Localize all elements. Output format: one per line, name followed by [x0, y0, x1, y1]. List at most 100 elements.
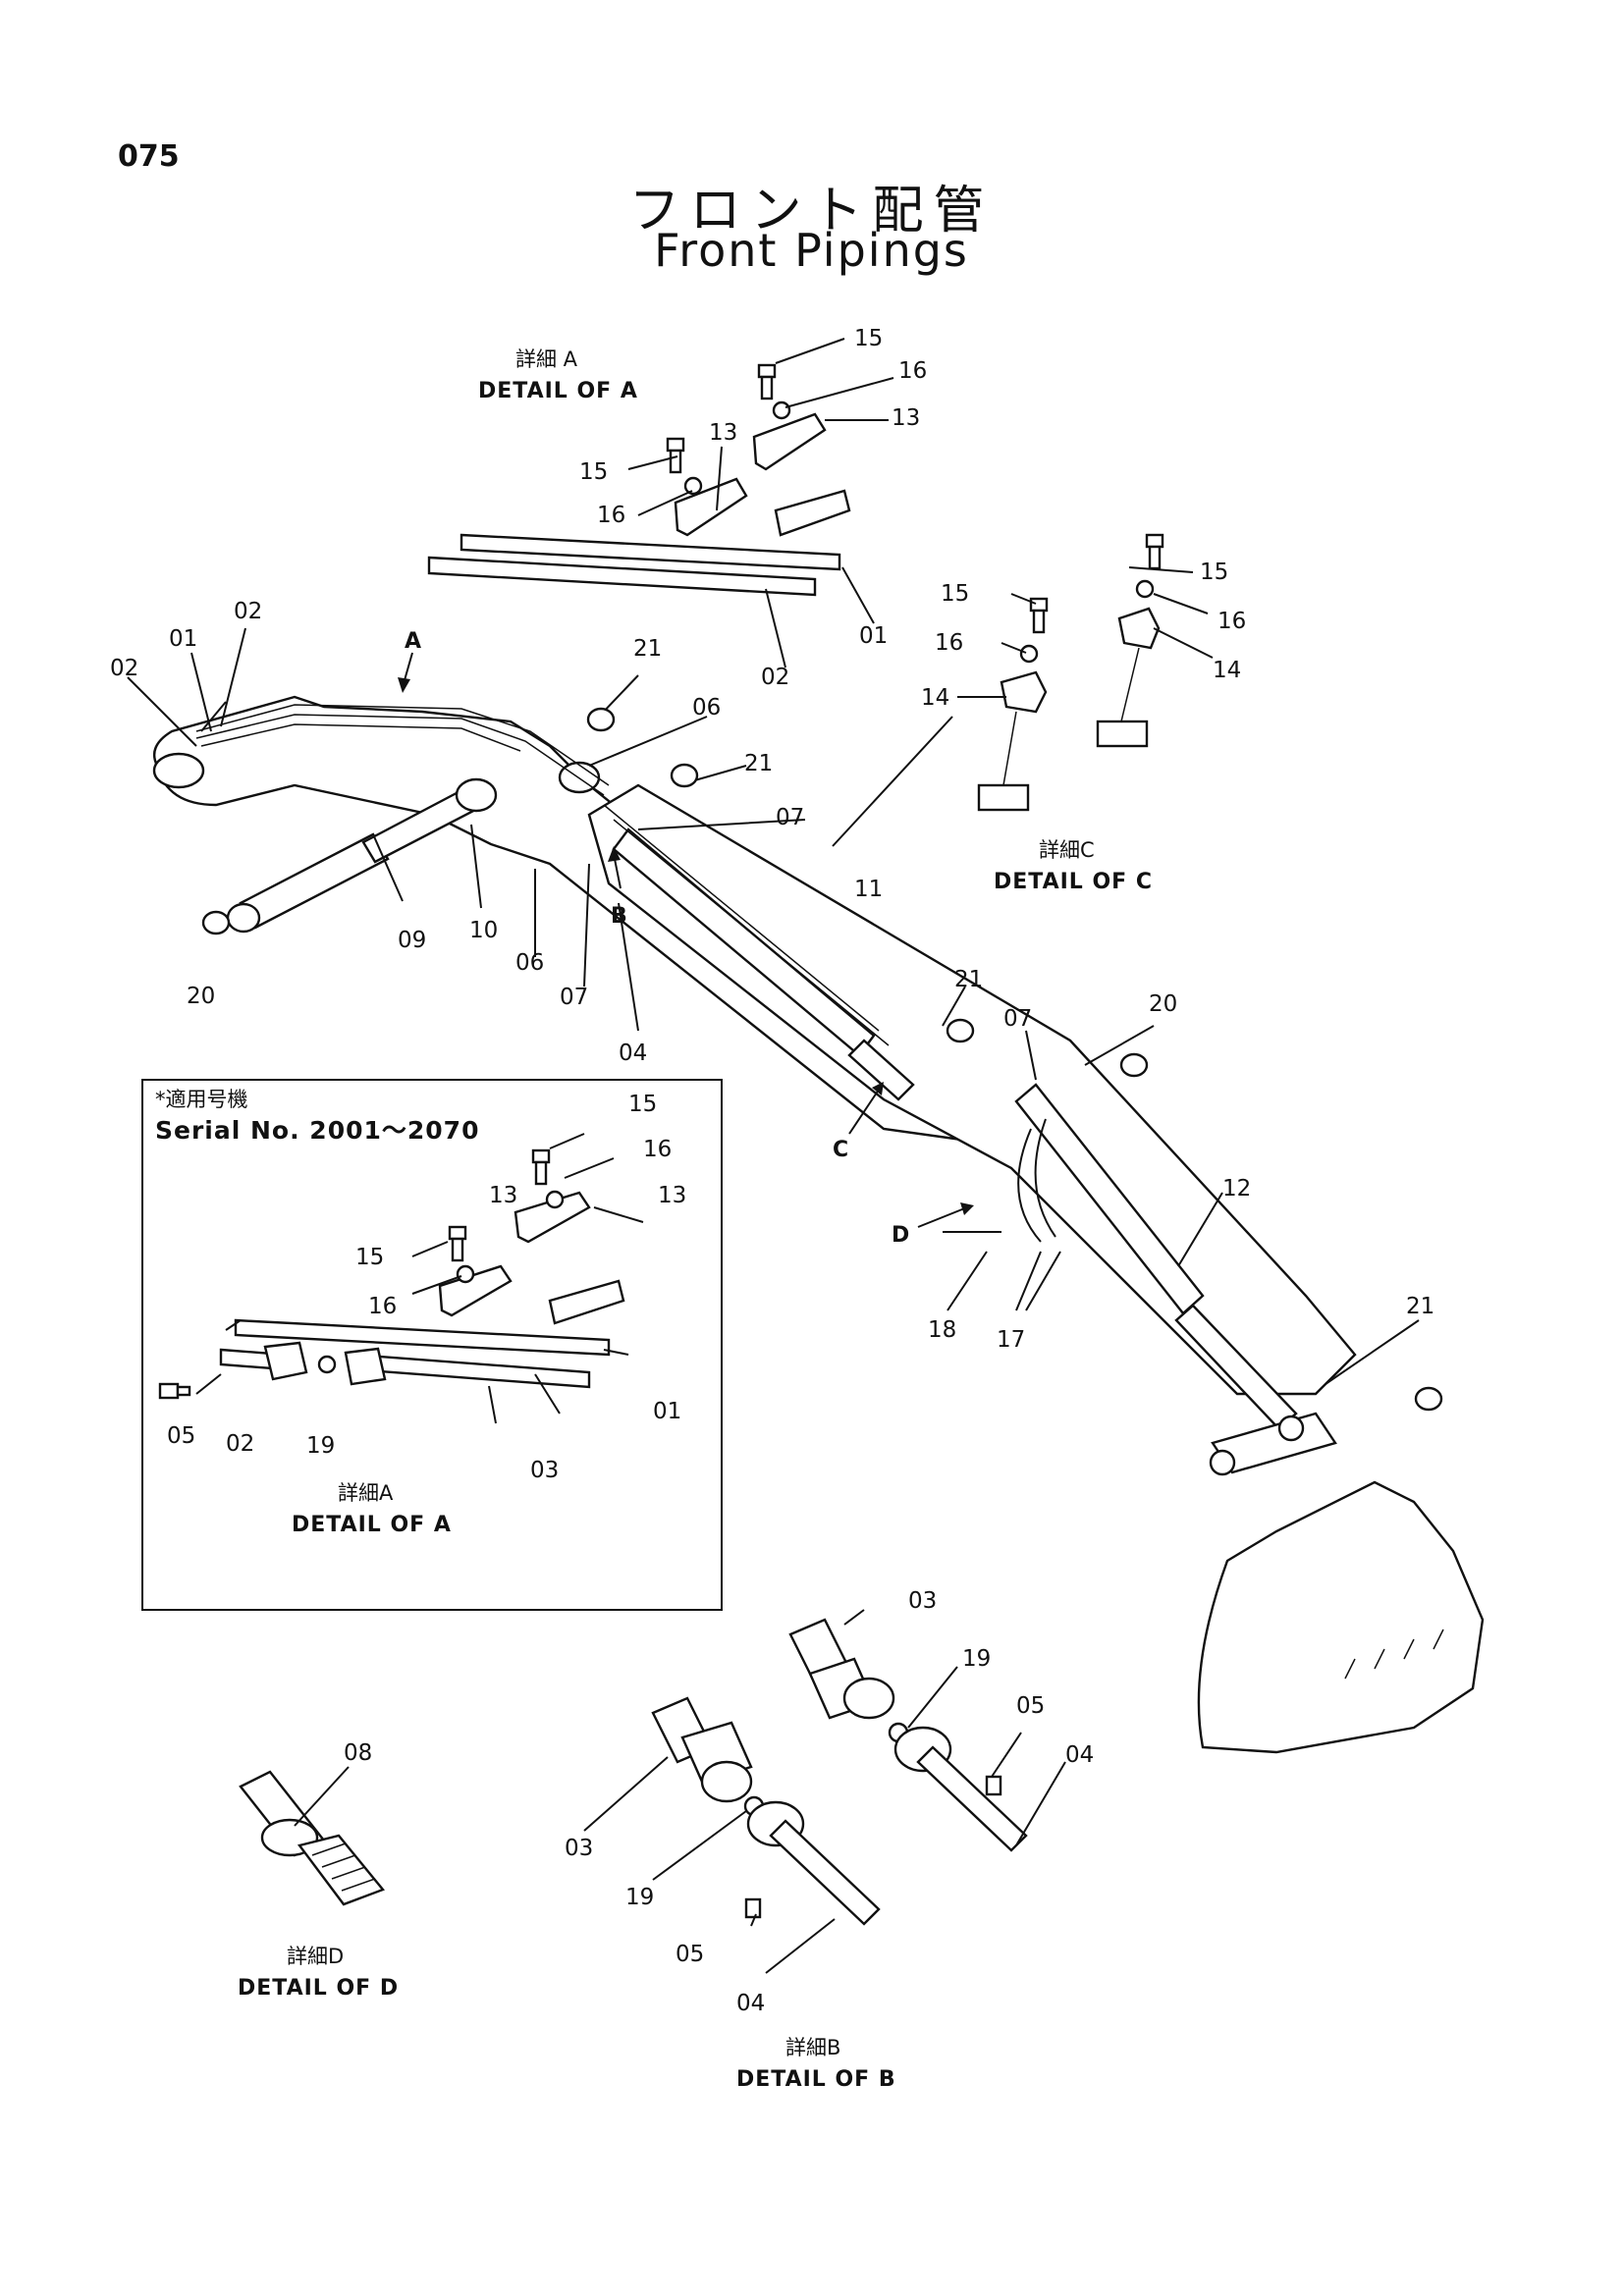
inset-bolt-15-right — [531, 1148, 551, 1186]
bucket — [1197, 1480, 1485, 1754]
inset-washer-16-left — [456, 1264, 475, 1284]
part-label: 14 — [921, 685, 949, 711]
part-label: 06 — [692, 695, 721, 721]
inset-note-jp: *適用号機 — [155, 1088, 248, 1111]
pipe-02-detail — [427, 556, 817, 597]
part-label: 19 — [306, 1433, 335, 1459]
bucket-cylinder — [1014, 1083, 1298, 1430]
part-label: 16 — [935, 630, 963, 656]
part-label: 04 — [619, 1041, 647, 1066]
part-label: 01 — [653, 1399, 681, 1424]
part-label: 14 — [1213, 658, 1241, 683]
inset-bolt-15-left — [448, 1225, 467, 1262]
b-flange-upper — [842, 1677, 895, 1720]
part-label: 17 — [997, 1327, 1025, 1353]
part-label: 15 — [854, 326, 883, 351]
part-label: 12 — [1222, 1176, 1251, 1201]
washer-16-left — [683, 476, 703, 496]
part-label: 16 — [1217, 609, 1246, 634]
washer-16-c-right — [1135, 579, 1155, 599]
inset-frame — [141, 1079, 723, 1611]
part-label: 19 — [625, 1885, 654, 1910]
part-label: 15 — [628, 1092, 657, 1117]
part-label: 15 — [941, 581, 969, 607]
part-label: 08 — [344, 1740, 372, 1766]
part-label: 13 — [658, 1183, 686, 1208]
block-lower — [774, 489, 851, 537]
part-label: 16 — [898, 358, 927, 384]
clamp-13-right — [752, 412, 827, 471]
detail-a-top — [427, 363, 851, 597]
page-title-jp: フロント配管 — [628, 182, 995, 240]
excavator-front-assembly — [152, 695, 1485, 1754]
b-pipe-04-lower — [769, 1819, 881, 1926]
boom-pipe-01 — [195, 704, 610, 786]
part-label: 21 — [633, 636, 662, 662]
clamp-14-left — [1000, 670, 1048, 714]
part-label: 20 — [187, 984, 215, 1009]
detail-a-top-caption-en: DETAIL OF A — [478, 379, 638, 403]
leader-lines — [127, 338, 1420, 1974]
inset-bolt-05 — [158, 1382, 191, 1400]
part-label: 16 — [643, 1137, 672, 1162]
inset-washer-16-right — [545, 1190, 565, 1209]
part-label: 07 — [776, 805, 804, 830]
part-label: 13 — [709, 420, 737, 446]
block-c-left — [977, 783, 1030, 812]
page-number: 075 — [118, 139, 180, 174]
part-label: 21 — [744, 751, 773, 776]
arm-pipe-04 — [613, 819, 890, 1046]
part-label: 09 — [398, 928, 426, 953]
inset-flange-right — [344, 1347, 387, 1386]
pipe-01-detail — [460, 533, 841, 571]
detail-d — [239, 1770, 385, 1906]
part-label: 07 — [1003, 1006, 1032, 1032]
view-markers: A B C D — [398, 629, 974, 1248]
bolt-15-right — [757, 363, 777, 400]
part-label: 16 — [368, 1294, 397, 1319]
b-bolt-05-lower — [744, 1897, 762, 1919]
part-label: 13 — [489, 1183, 517, 1208]
part-label: 01 — [859, 623, 888, 649]
view-marker-b: B — [611, 904, 628, 929]
detail-c — [977, 533, 1164, 812]
part-labels: 15 16 13 15 16 13 01 02 15 16 14 15 16 1… — [110, 326, 1434, 2016]
inset-clamp-13-left — [438, 1264, 513, 1317]
view-marker-d: D — [892, 1223, 910, 1248]
part-label: 16 — [597, 503, 625, 528]
part-label: 02 — [761, 665, 789, 690]
part-label: 05 — [1016, 1693, 1045, 1719]
block-c-right — [1096, 720, 1149, 748]
part-label: 15 — [579, 459, 608, 485]
part-label: 01 — [169, 626, 197, 652]
part-label: 07 — [560, 985, 588, 1010]
part-label: 06 — [515, 950, 544, 976]
view-marker-c-arrow — [848, 1089, 880, 1135]
inset-serial: Serial No. 2001～2070 — [155, 1116, 479, 1145]
detail-a-inset-caption-jp: 詳細A — [338, 1481, 394, 1505]
bucket-teeth — [1344, 1629, 1444, 1680]
bolt-15-c-right — [1145, 533, 1164, 570]
part-label: 02 — [110, 656, 138, 681]
swivel-08-spring — [297, 1834, 385, 1906]
main-washers — [201, 707, 1443, 1412]
part-label: 21 — [1406, 1294, 1434, 1319]
detail-b-caption-en: DETAIL OF B — [736, 2067, 896, 2092]
detail-a-top-caption-jp: 詳細 A — [515, 347, 578, 371]
bolt-15-c-left — [1029, 597, 1049, 634]
part-label: 11 — [854, 877, 883, 902]
page-title-en: Front Pipings — [654, 224, 969, 277]
part-label: 21 — [954, 967, 983, 992]
inset-pipe-03 — [352, 1353, 591, 1389]
hose-17 — [1017, 1118, 1056, 1243]
detail-c-caption-jp: 詳細C — [1039, 838, 1095, 862]
inset-block — [548, 1279, 625, 1325]
detail-d-caption-jp: 詳細D — [287, 1945, 344, 1968]
inset-pipe-01 — [234, 1318, 611, 1357]
boom-pipe-02 — [195, 714, 605, 796]
boom-cylinder — [226, 777, 498, 934]
part-label: 15 — [1200, 560, 1228, 585]
clamp-13-left — [674, 477, 748, 537]
b-bolt-05-upper — [985, 1775, 1002, 1796]
